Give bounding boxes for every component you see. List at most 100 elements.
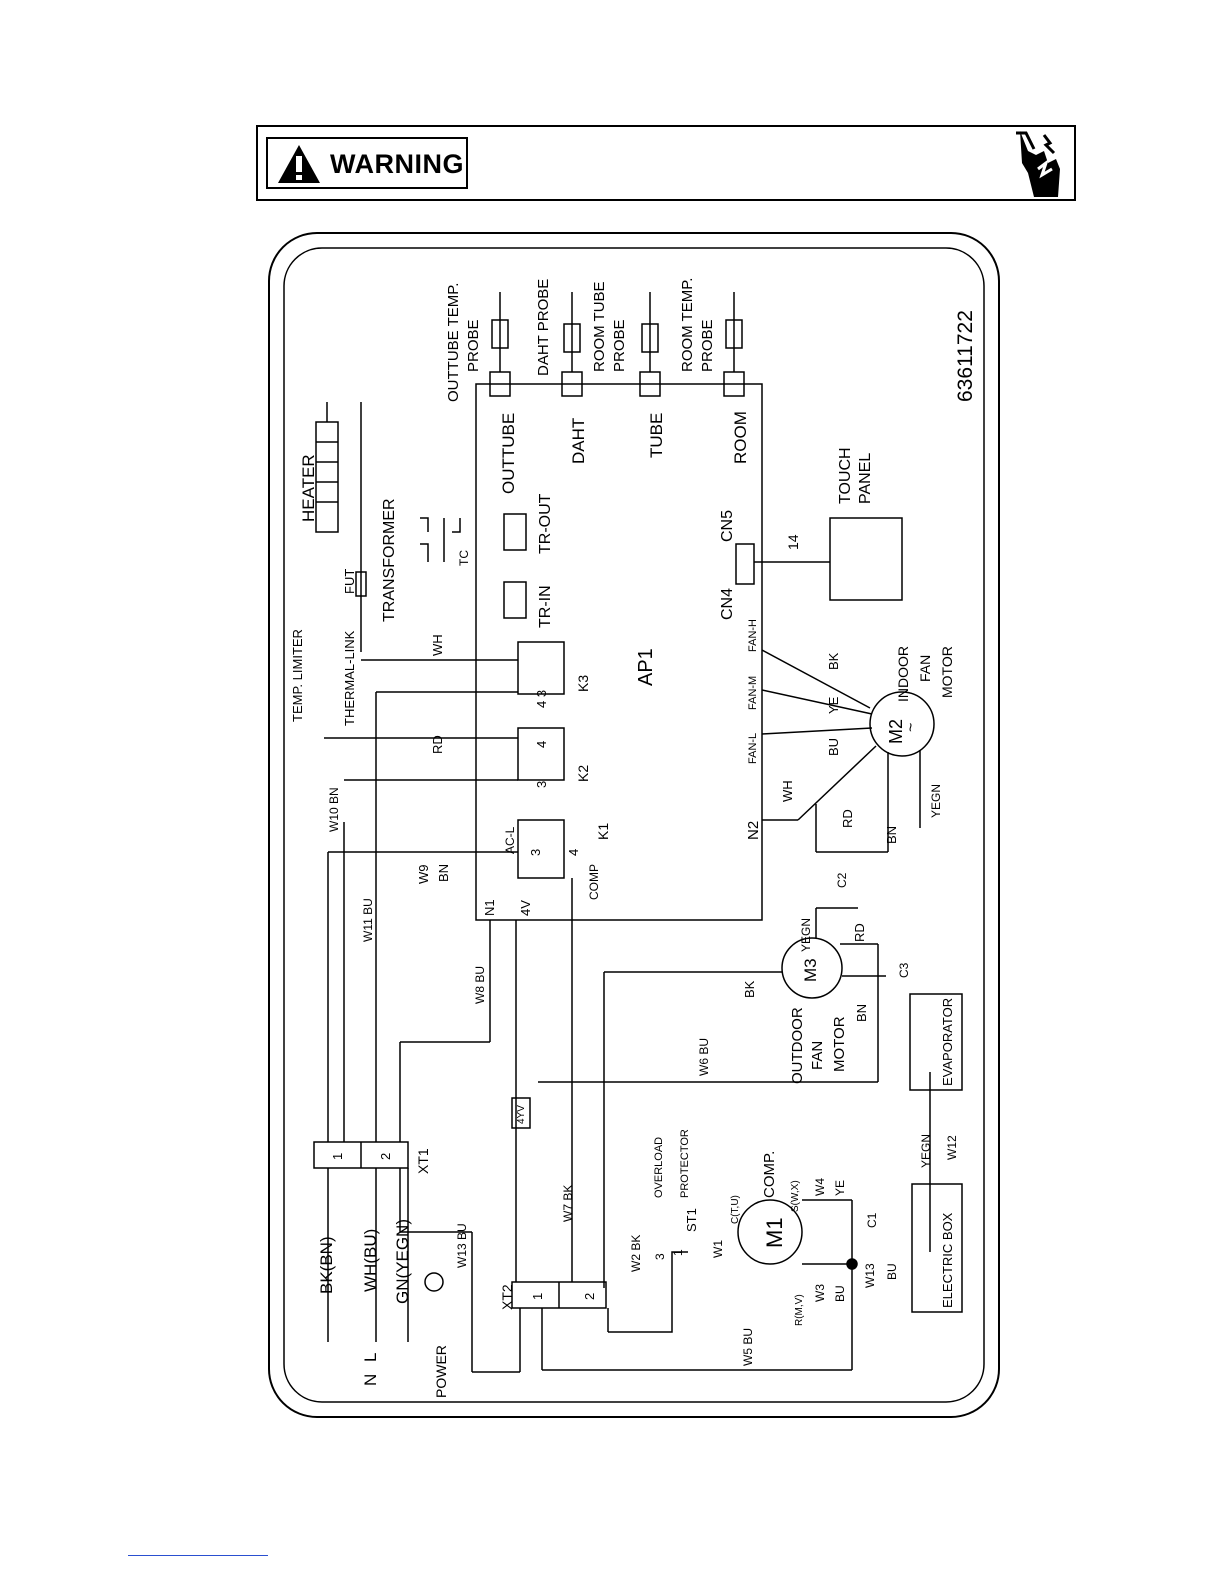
4v-label: 4V <box>518 900 533 916</box>
rd-wire-label-2: RD <box>840 809 855 828</box>
wh-wire-label-2: WH <box>780 780 795 802</box>
compressor-m1 <box>542 1199 858 1371</box>
wiring <box>324 659 609 1373</box>
tube-connector-label: TUBE <box>647 413 666 458</box>
electric-box <box>911 1183 963 1313</box>
indoor-fan-motor-label-2: FAN <box>917 655 933 682</box>
transformer-and-cn <box>420 513 903 619</box>
w10-bn-label: W10 BN <box>327 787 341 832</box>
k2-label: K2 <box>575 765 591 782</box>
yegn-wire-label-2: YEGN <box>799 918 813 952</box>
warning-banner: WARNING <box>256 125 1076 201</box>
outdoor-fan-motor-label-3: MOTOR <box>831 1016 848 1072</box>
part-number: 63611722 <box>954 310 977 402</box>
bk-wire-label-2: BK <box>742 980 757 998</box>
ctu-terminal-label: C(T,U) <box>730 1195 741 1224</box>
bu-wire-label-3: BU <box>833 1285 847 1302</box>
probe-connectors <box>489 292 745 397</box>
outtube-temp-probe-label-2: PROBE <box>465 319 482 372</box>
gn-yegn-label: GN(YEGN) <box>393 1219 412 1304</box>
w7-bk-label: W7 BK <box>561 1185 575 1222</box>
overload-protector-label-1: OVERLOAD <box>653 1137 665 1198</box>
m3-label: M3 <box>801 958 820 982</box>
swx-terminal-label: S(W,X) <box>790 1180 801 1212</box>
outdoor-fan-motor-m3 <box>538 907 886 1288</box>
w5-bu-label: W5 BU <box>741 1328 755 1366</box>
w12-label: W12 <box>945 1135 959 1160</box>
yegn-wire-label-3: YEGN <box>919 1134 933 1168</box>
bk-wire-label: BK <box>826 652 841 670</box>
st1-label: ST1 <box>684 1208 699 1232</box>
xt1-label: XT1 <box>415 1148 431 1174</box>
l-label: L <box>361 1353 380 1362</box>
ye-wire-label: YE <box>826 696 841 714</box>
fan-h-label: FAN-H <box>747 619 759 652</box>
outdoor-fan-motor-label-1: OUTDOOR <box>789 1007 806 1084</box>
daht-probe-label: DAHT PROBE <box>535 279 552 376</box>
wiring-diagram: OUTTUBE TEMP. PROBE DAHT PROBE ROOM TUBE… <box>268 232 1000 1418</box>
indoor-fan-motor-label-1: INDOOR <box>895 646 911 702</box>
temp-limiter-label: TEMP. LIMITER <box>290 629 305 722</box>
touch-panel-box <box>829 517 903 601</box>
wh-bu-label: WH(BU) <box>361 1229 380 1292</box>
tr-in-label: TR-IN <box>537 585 554 628</box>
touch-panel-label-1: TOUCH <box>837 447 854 504</box>
fan-l-label: FAN-L <box>747 733 759 764</box>
heater-element <box>315 402 367 652</box>
st1-terminal-1: 1 <box>671 1249 685 1256</box>
terminal-blocks <box>313 1097 607 1309</box>
tc-label: TC <box>457 550 471 566</box>
bu-wire-label-2: BU <box>885 1263 899 1280</box>
overload-protector-label-2: PROTECTOR <box>679 1129 691 1198</box>
heater-label: HEATER <box>299 454 318 522</box>
w1-label: W1 <box>711 1240 725 1258</box>
yegn-wire-label: YEGN <box>929 784 943 818</box>
bk-bn-label: BK(BN) <box>317 1236 336 1294</box>
bn-wire-label-3: BN <box>854 1004 869 1022</box>
w8-bu-label: W8 BU <box>473 966 487 1004</box>
room-tube-probe-label-1: ROOM TUBE <box>591 281 608 372</box>
bn-wire-label: BN <box>884 826 899 844</box>
electric-shock-hand-icon <box>1016 131 1060 197</box>
w13-label: W13 <box>863 1263 877 1288</box>
room-temp-probe-label-1: ROOM TEMP. <box>679 278 696 372</box>
bn-wire-label-2: BN <box>436 864 451 882</box>
indoor-fan-motor-label-3: MOTOR <box>939 646 955 698</box>
warning-label: WARNING <box>330 149 464 179</box>
bottom-link-line <box>128 1555 268 1556</box>
w3-label: W3 <box>813 1284 827 1302</box>
k1-terminal-4: 4 <box>566 849 581 856</box>
m1-label: M1 <box>762 1217 787 1248</box>
w13-bu-label: W13 BU <box>455 1223 469 1268</box>
w9-label: W9 <box>416 865 431 885</box>
touch-panel-label-2: PANEL <box>857 453 874 504</box>
comp-terminal-label: COMP <box>587 864 601 900</box>
warning-badge: WARNING <box>266 137 468 189</box>
outdoor-fan-motor-label-2: FAN <box>809 1041 826 1070</box>
evaporator-label: EVAPORATOR <box>940 998 955 1086</box>
w11-bu-label: W11 BU <box>361 898 375 942</box>
k3-label: K3 <box>575 675 591 692</box>
fan-motor-m2 <box>761 649 935 853</box>
st1-terminal-3: 3 <box>653 1253 667 1260</box>
m2-tilde: ~ <box>903 723 920 732</box>
ap1-board <box>475 383 763 921</box>
k2-terminal-3: 3 <box>534 781 549 788</box>
evaporator-box <box>909 993 963 1091</box>
xt1-terminal-1: 1 <box>330 1153 345 1160</box>
outtube-temp-probe-label-1: OUTTUBE TEMP. <box>445 283 462 402</box>
w2-bk-label: W2 BK <box>629 1235 643 1272</box>
ap1-label: AP1 <box>635 648 657 686</box>
4yv-valve <box>511 1097 531 1129</box>
4yv-label: 4YV <box>516 1105 527 1124</box>
n-label: N <box>361 1374 380 1386</box>
k1-label: K1 <box>595 823 611 840</box>
ye-wire-label-2: YE <box>833 1180 847 1196</box>
n2-label: N2 <box>745 821 762 840</box>
ac-l-label: AC-L <box>503 826 517 854</box>
k2-terminal-4: 4 <box>534 741 549 748</box>
relay-blocks <box>517 641 565 879</box>
tr-out-label: TR-OUT <box>537 493 554 554</box>
room-temp-probe-label-2: PROBE <box>699 319 716 372</box>
electric-box-label: ELECTRIC BOX <box>940 1212 955 1308</box>
